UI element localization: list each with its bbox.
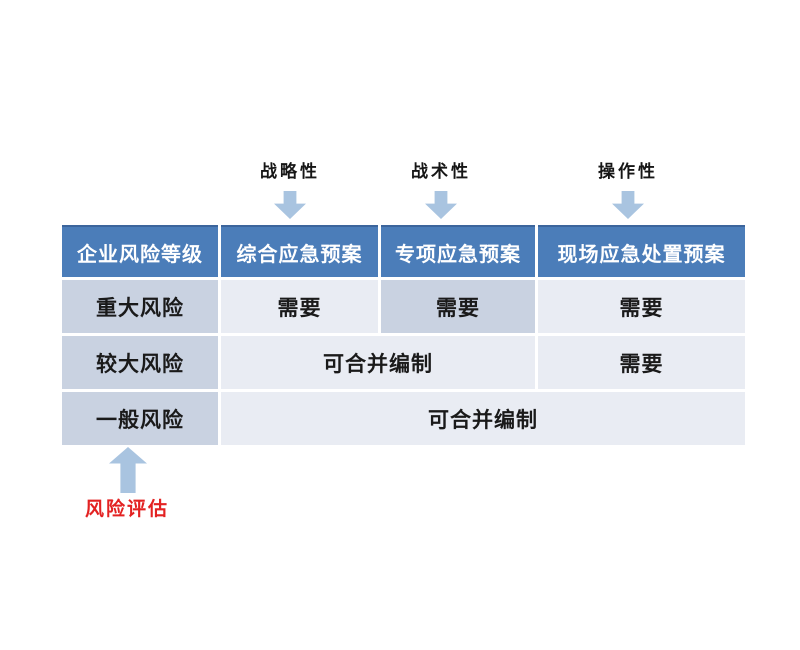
annotation-operational: 操作性: [568, 160, 688, 219]
down-arrow-icon: [274, 191, 306, 219]
up-arrow-icon: [109, 447, 147, 493]
row-level-larger: 较大风险: [62, 336, 218, 389]
down-arrow-icon: [425, 191, 457, 219]
risk-assessment-label: 风险评估: [84, 499, 169, 520]
row-level-general: 一般风险: [62, 392, 218, 445]
cell-larger-merged: 可合并编制: [221, 336, 535, 389]
header-comprehensive-plan: 综合应急预案: [221, 225, 378, 277]
cell-major-onsite: 需要: [538, 280, 745, 333]
strategic-label: 战略性: [260, 162, 320, 181]
cell-general-merged: 可合并编制: [221, 392, 745, 445]
annotation-strategic: 战略性: [230, 160, 350, 219]
row-level-major: 重大风险: [62, 280, 218, 333]
cell-major-special: 需要: [381, 280, 535, 333]
header-risk-level: 企业风险等级: [62, 225, 218, 277]
annotation-tactical: 战术性: [381, 160, 501, 219]
cell-larger-onsite: 需要: [538, 336, 745, 389]
cell-major-comprehensive: 需要: [221, 280, 378, 333]
down-arrow-icon: [612, 191, 644, 219]
tactical-label: 战术性: [411, 162, 471, 181]
header-onsite-plan: 现场应急处置预案: [538, 225, 745, 277]
operational-label: 操作性: [598, 162, 658, 181]
header-special-plan: 专项应急预案: [381, 225, 535, 277]
risk-plan-table: 企业风险等级 综合应急预案 专项应急预案 现场应急处置预案 重大风险 需要 需要…: [62, 225, 745, 445]
